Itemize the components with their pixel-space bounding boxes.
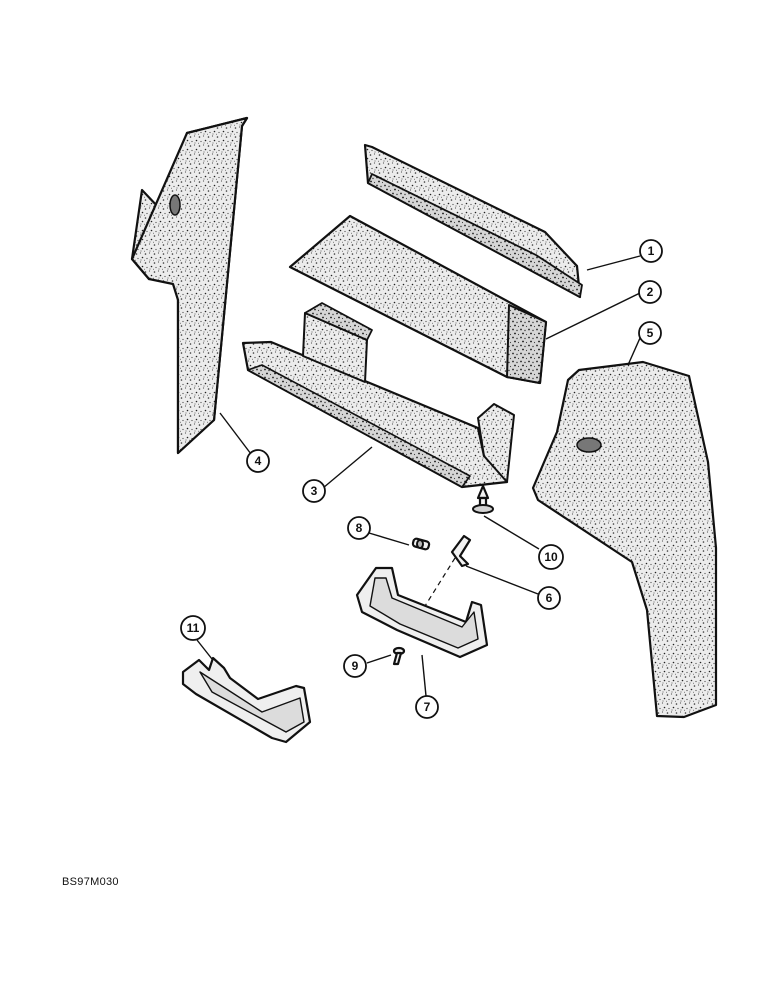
- part-3-lower-channel: [241, 302, 515, 489]
- drawing-code: BS97M030: [62, 876, 119, 888]
- leader-1: [586, 255, 641, 271]
- leader-10: [483, 515, 540, 550]
- leader-6: [465, 565, 539, 595]
- part-11-tray: [181, 656, 312, 744]
- part-4-left-panel: [130, 116, 249, 455]
- panel-hole: [169, 194, 181, 216]
- callout-label: 3: [311, 484, 318, 498]
- callout-label: 8: [356, 521, 363, 535]
- callout-9: 9: [343, 654, 367, 678]
- part-7-tray: [355, 566, 489, 659]
- callout-5: 5: [638, 321, 662, 345]
- callout-label: 5: [647, 326, 654, 340]
- part-1-top-strip: [363, 143, 583, 299]
- part-6-bracket: [409, 534, 472, 631]
- callout-3: 3: [302, 479, 326, 503]
- callout-label: 2: [647, 285, 654, 299]
- callout-8: 8: [347, 516, 371, 540]
- callout-11: 11: [180, 615, 206, 641]
- leader-3: [322, 446, 373, 489]
- part-8-spacer: [411, 537, 431, 551]
- leader-2: [545, 292, 641, 340]
- leader-lines: [196, 255, 641, 697]
- callout-10: 10: [538, 544, 564, 570]
- leader-9: [366, 654, 392, 664]
- part-5-right-panel: [531, 360, 718, 719]
- callout-label: 11: [187, 621, 200, 635]
- part-2-middle-block: [288, 214, 548, 385]
- callouts: 1 2 3 4 5 6 7 8: [180, 239, 663, 719]
- callout-4: 4: [246, 449, 270, 473]
- callout-label: 9: [352, 659, 359, 673]
- leader-8: [368, 532, 410, 546]
- callout-label: 1: [648, 244, 655, 258]
- leader-4: [219, 412, 252, 455]
- callout-label: 7: [424, 700, 431, 714]
- part-9-screw: [392, 646, 406, 666]
- callout-label: 10: [544, 550, 558, 564]
- panel-hole: [576, 437, 602, 453]
- callout-label: 6: [546, 591, 553, 605]
- callout-2: 2: [638, 280, 662, 304]
- leader-5: [627, 337, 641, 366]
- callout-1: 1: [639, 239, 663, 263]
- callout-6: 6: [537, 586, 561, 610]
- leader-7: [421, 654, 427, 697]
- leader-11: [196, 639, 213, 660]
- part-10-fastener: [472, 484, 494, 514]
- callout-label: 4: [255, 454, 262, 468]
- callout-7: 7: [415, 695, 439, 719]
